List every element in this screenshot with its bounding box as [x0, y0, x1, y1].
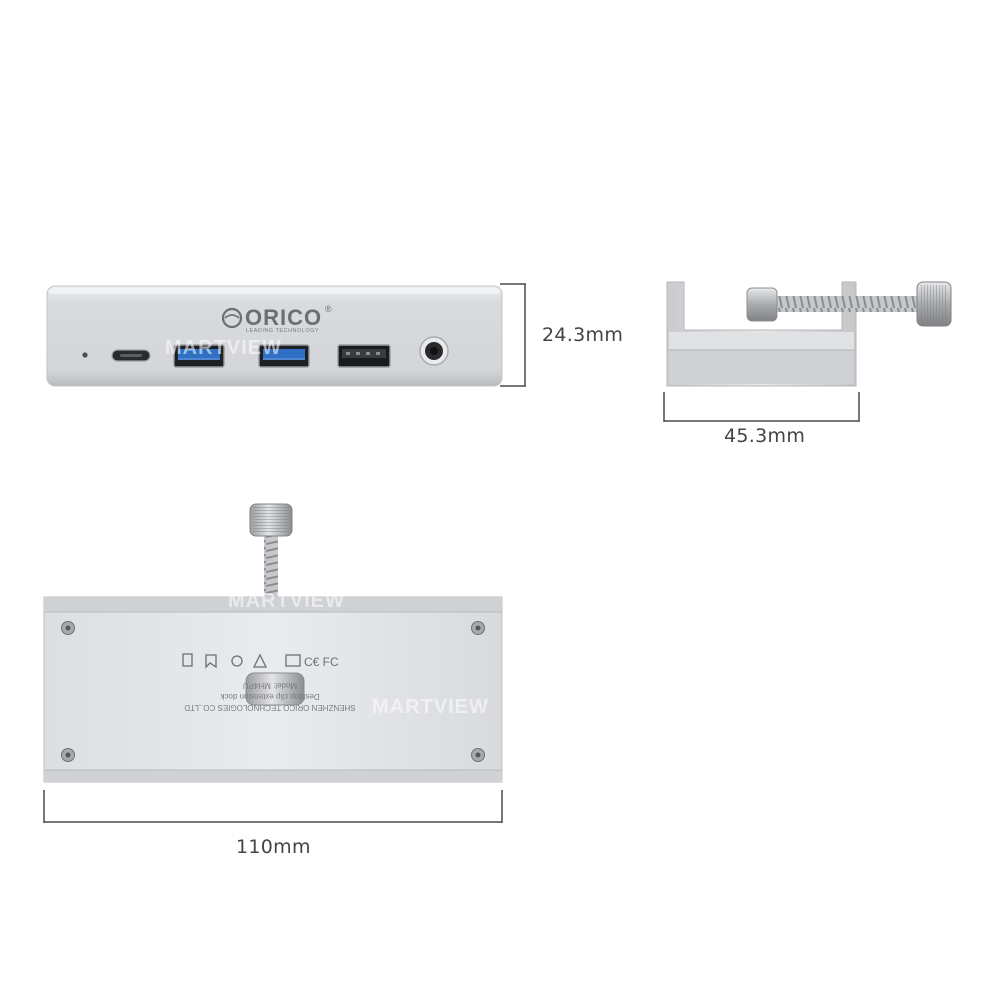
- brand-name: ORICO: [245, 305, 323, 330]
- bottom-view: C€ FC: [43, 503, 503, 783]
- bottom-label-company: SHENZHEN ORICO TECHNOLOGIES CO.,LTD: [184, 703, 356, 712]
- depth-dimension-line: [663, 392, 860, 422]
- side-view-clamp: [666, 281, 952, 387]
- bottom-label-product: Desktop clip extension dock: [220, 692, 320, 701]
- brand-registered: ®: [325, 304, 332, 314]
- length-dimension-label: 110mm: [236, 836, 311, 858]
- watermark: MARTVIEW: [372, 696, 489, 718]
- usb-c-port: [111, 349, 151, 362]
- depth-dimension-label: 45.3mm: [724, 425, 806, 447]
- audio-jack: [419, 336, 449, 366]
- usb2-port: [337, 344, 391, 368]
- usb3-port-2: [258, 344, 310, 368]
- usb3-port-1: [173, 344, 225, 368]
- height-dimension-label: 24.3mm: [542, 324, 624, 346]
- bottom-label-model: Model: MH4PU: [242, 681, 298, 690]
- indicator-led: [82, 352, 88, 358]
- brand-tagline: LEADING TECHNOLOGY: [246, 328, 320, 334]
- watermark: MARTVIEW: [165, 337, 282, 359]
- length-dimension-line: [43, 790, 503, 823]
- hub-front-body: [46, 285, 503, 387]
- orico-logo: [221, 307, 243, 329]
- svg-text:C€ FC: C€ FC: [304, 655, 339, 669]
- watermark: MARTVIEW: [228, 590, 345, 612]
- bottom-label: SHENZHEN ORICO TECHNOLOGIES CO.,LTD Desk…: [175, 680, 365, 713]
- height-dimension-line: [500, 283, 526, 387]
- certification-icons: C€ FC: [182, 653, 339, 669]
- screw-icon: [61, 621, 485, 762]
